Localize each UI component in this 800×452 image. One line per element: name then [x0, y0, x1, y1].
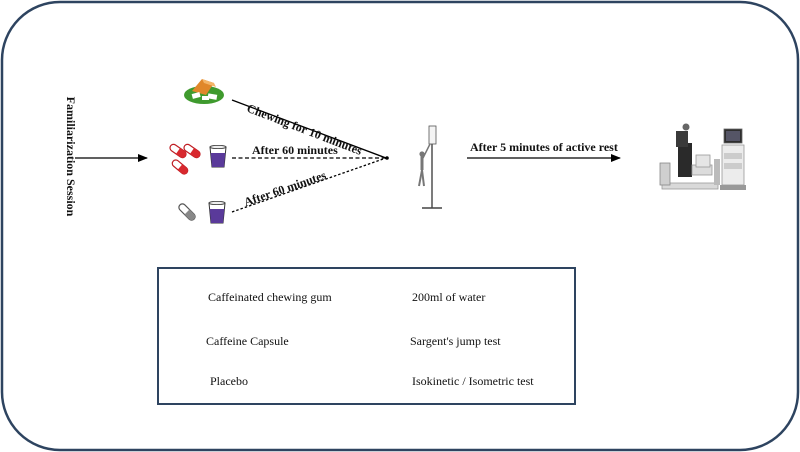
placebo-capsule-icon: [176, 201, 198, 223]
water-cup-icon: [208, 200, 226, 224]
legend-box: [157, 267, 576, 405]
legend-capsule-label: Caffeine Capsule: [206, 334, 289, 348]
capsule-wait-label: After 60 minutes: [252, 143, 338, 157]
arrow-placebo: [231, 157, 387, 213]
dynamometer-icon: [659, 123, 747, 191]
legend-gum-label: Caffeinated chewing gum: [208, 290, 332, 304]
session-label: Familiarization Session: [64, 96, 78, 217]
legend-dynamometer-label: Isokinetic / Isometric test: [412, 374, 534, 388]
legend-placebo-label: Placebo: [210, 374, 248, 388]
legend-water-label: 200ml of water: [412, 290, 486, 304]
jump-test-icon: [417, 124, 444, 210]
arrow-chewing: [231, 99, 387, 159]
chewing-gum-icon: [184, 79, 224, 104]
legend-jump-label: Sargent's jump test: [410, 334, 501, 348]
caffeine-capsules-icon: [168, 142, 202, 177]
convergence-dot: [385, 156, 389, 160]
rest-label: After 5 minutes of active rest: [470, 140, 618, 154]
water-cup-icon: [209, 144, 227, 168]
